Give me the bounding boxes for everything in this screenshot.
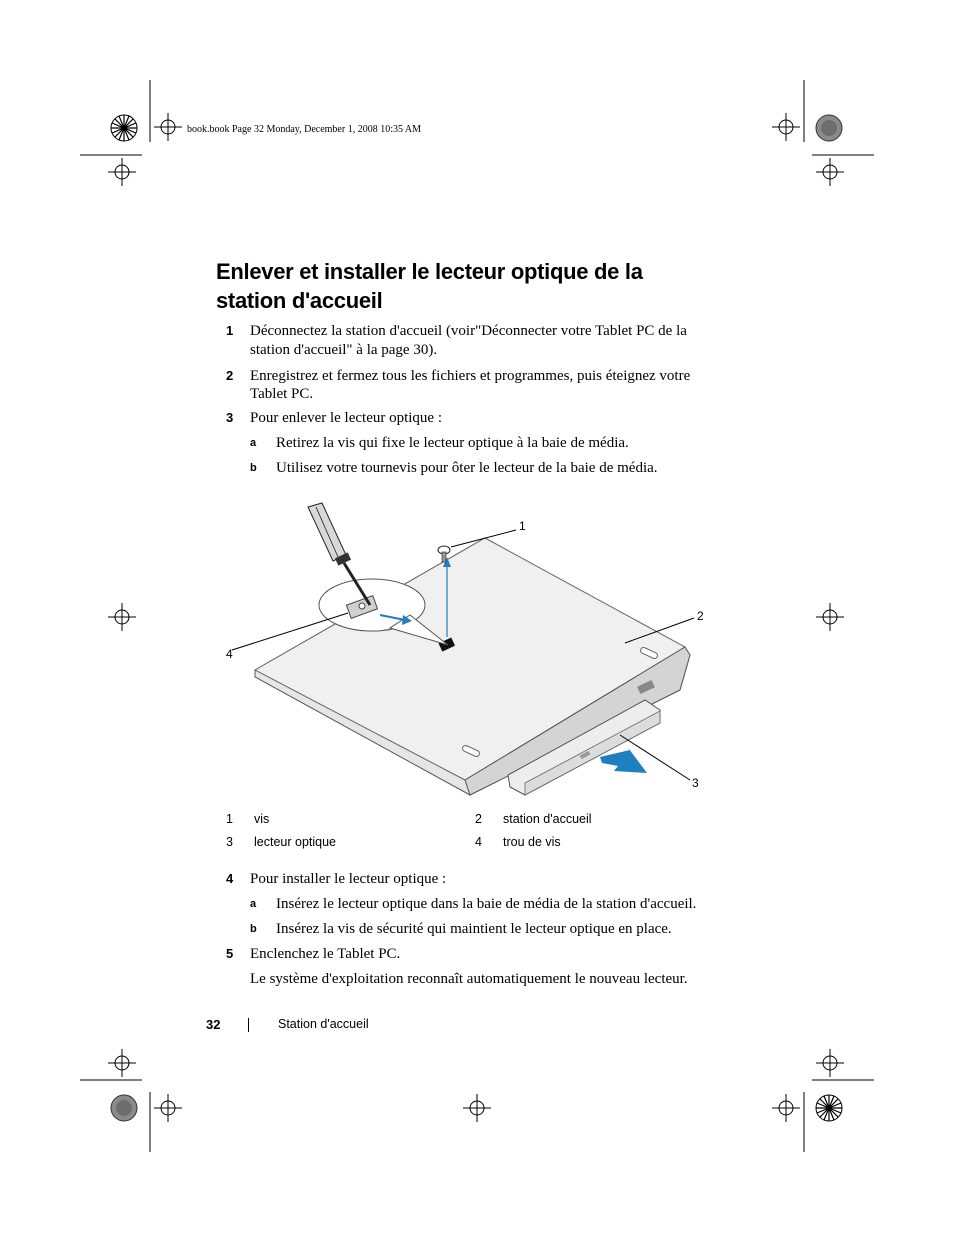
legend-label: trou de vis (503, 835, 561, 849)
port (637, 679, 655, 695)
callout-3: 3 (692, 776, 699, 790)
registration-mark-icon (772, 113, 800, 141)
star-target-icon (815, 1094, 843, 1122)
registration-mark-icon (108, 1049, 136, 1077)
registration-mark-icon (816, 603, 844, 631)
registration-mark-icon (108, 158, 136, 186)
registration-mark-icon (772, 1094, 800, 1122)
substep-letter: b (250, 923, 257, 935)
substep-letter: a (250, 437, 257, 449)
registration-mark-icon (154, 113, 182, 141)
legend-number: 2 (475, 812, 482, 826)
star-target-icon (110, 114, 138, 142)
step-number: 1 (226, 323, 234, 338)
dock-drive-illustration: 1 2 3 4 (226, 502, 704, 796)
docking-station-side (464, 646, 691, 796)
substep-text: Insérez la vis de sécurité qui maintient… (276, 921, 672, 937)
page-number: 32 (206, 1017, 221, 1032)
registration-mark-icon (816, 1049, 844, 1077)
footer-divider (248, 1018, 249, 1032)
optical-drive-face (524, 710, 661, 796)
substep-text: Utilisez votre tournevis pour ôter le le… (276, 460, 658, 476)
print-header-info: book.book Page 32 Monday, December 1, 20… (187, 124, 422, 135)
registration-mark-icon (108, 603, 136, 631)
step-text: Pour installer le lecteur optique : (250, 871, 447, 887)
screwdriver (307, 502, 372, 606)
gray-target-icon (110, 1094, 138, 1122)
callout-4: 4 (226, 647, 233, 661)
step-number: 2 (226, 368, 234, 383)
substep-text: Retirez la vis qui fixe le lecteur optiq… (276, 435, 629, 451)
callout-1: 1 (519, 519, 526, 533)
step-text: Pour enlever le lecteur optique : (250, 410, 443, 426)
substep-letter: a (250, 898, 257, 910)
step-number: 4 (226, 871, 234, 886)
step-number: 3 (226, 410, 234, 425)
section-title: Enlever et installer le lecteur optique … (216, 259, 643, 313)
legend-label: station d'accueil (503, 812, 592, 826)
bracket-hole (358, 602, 366, 610)
screw (437, 545, 451, 563)
gray-target-icon (815, 114, 843, 142)
legend-number: 3 (226, 835, 233, 849)
drive-button (579, 750, 591, 760)
registration-mark-icon (816, 158, 844, 186)
remove-drive-arrow (600, 745, 647, 773)
legend-number: 4 (475, 835, 482, 849)
step-note: Le système d'exploitation reconnaît auto… (250, 971, 688, 987)
legend-label: vis (254, 812, 270, 826)
callout-2: 2 (697, 609, 704, 623)
substep-text: Insérez le lecteur optique dans la baie … (276, 896, 697, 912)
latch (640, 646, 658, 660)
step-text: station d'accueil" à la page 30). (250, 342, 438, 358)
detail-arrow-head (402, 615, 412, 625)
step-text: Enclenchez le Tablet PC. (250, 946, 401, 962)
latch (462, 744, 480, 758)
detail-arrow (379, 614, 406, 621)
step-text: Enregistrez et fermez tous les fichiers … (250, 368, 691, 384)
step-text: Tablet PC. (250, 386, 314, 402)
legend-number: 1 (226, 812, 233, 826)
legend-label: lecteur optique (254, 835, 337, 849)
step-number: 5 (226, 946, 234, 961)
substep-letter: b (250, 462, 257, 474)
registration-mark-icon (154, 1094, 182, 1122)
registration-mark-icon (463, 1094, 491, 1122)
screw-lift-arrow (443, 557, 451, 567)
step-text: Déconnectez la station d'accueil (voir"D… (250, 323, 687, 339)
footer-section: Station d'accueil (278, 1017, 369, 1031)
